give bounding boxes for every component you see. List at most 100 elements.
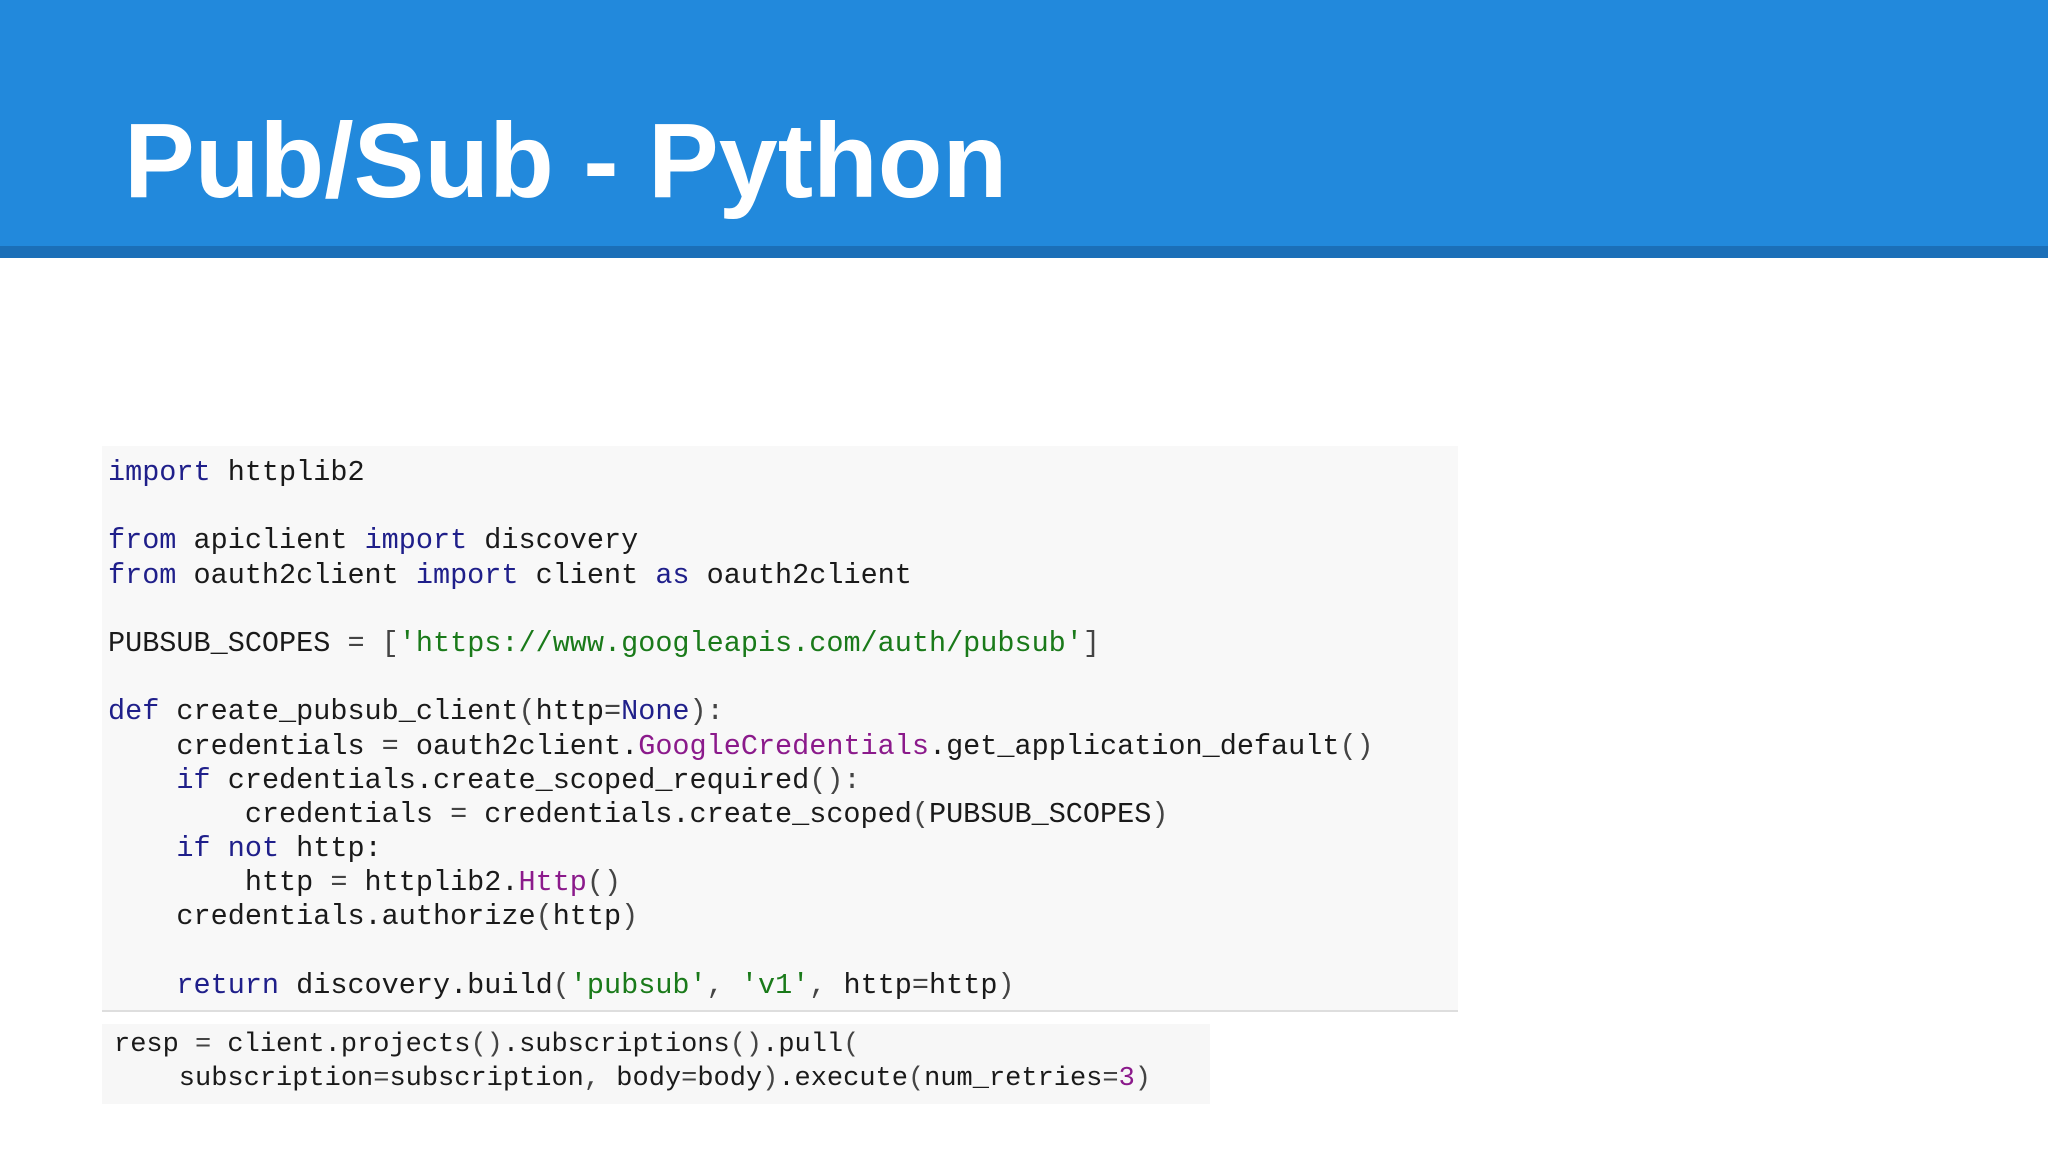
code-token: = — [330, 866, 348, 900]
title-bar: Pub/Sub - Python — [0, 0, 2048, 246]
code-line — [108, 661, 1452, 695]
code-token: http: — [279, 832, 382, 866]
code-token: (): — [809, 763, 861, 797]
code-line: http = httplib2.Http() — [108, 866, 1452, 900]
code-token: ) — [621, 900, 639, 934]
code-token — [365, 627, 382, 660]
code-token: = — [381, 729, 399, 763]
code-token: httplib2 — [210, 456, 365, 489]
code-token: if — [176, 832, 211, 866]
code-line: from oauth2client import client as oauth… — [108, 559, 1452, 593]
code-token: ( — [535, 900, 553, 934]
code-token: .get_application_default — [928, 729, 1340, 763]
code-token: () — [1339, 729, 1374, 763]
code-token: PUBSUB_SCOPES — [108, 626, 348, 660]
code-token: 'v1' — [740, 968, 810, 1002]
code-token: ( — [552, 968, 570, 1002]
code-token: .subscriptions — [502, 1030, 730, 1060]
code-token: def — [108, 695, 160, 729]
code-token: ) — [997, 968, 1015, 1002]
title-bar-rule — [0, 246, 2048, 258]
code-token: = — [681, 1064, 698, 1094]
code-token: ( — [911, 797, 929, 831]
code-line: import httplib2 — [108, 456, 1452, 490]
code-token: httplib2. — [347, 866, 519, 900]
code-token: credentials — [108, 729, 382, 763]
code-line: credentials = credentials.create_scoped(… — [108, 798, 1452, 832]
code-token: return — [176, 968, 280, 1002]
code-token: from — [108, 524, 177, 558]
code-token — [108, 764, 176, 797]
code-token: = — [604, 695, 622, 729]
code-token: apiclient — [176, 524, 365, 558]
code-token: = — [911, 968, 930, 1002]
code-token: not — [227, 832, 280, 866]
code-token: None — [621, 695, 690, 729]
code-line: from apiclient import discovery — [108, 524, 1452, 558]
code-token: http — [535, 695, 605, 729]
slide-title: Pub/Sub - Python — [124, 102, 1008, 220]
code-token: http — [108, 866, 331, 900]
code-token: import — [108, 456, 211, 489]
code-token: body — [616, 1064, 682, 1094]
code-token: ) — [762, 1064, 779, 1094]
code-token: () — [470, 1030, 503, 1060]
code-token: = — [195, 1030, 212, 1060]
code-line: def create_pubsub_client(http=None): — [108, 695, 1452, 729]
code-token: as — [655, 558, 690, 592]
code-token: http — [929, 968, 998, 1002]
code-line: credentials = oauth2client.GoogleCredent… — [108, 730, 1452, 764]
code-token: credentials.create_scoped — [467, 797, 912, 831]
code-line — [108, 490, 1452, 524]
code-token: = — [347, 626, 365, 660]
code-line: if credentials.create_scoped_required(): — [108, 764, 1452, 798]
code-line: resp = client.projects().subscriptions()… — [114, 1028, 1200, 1062]
code-line: return discovery.build('pubsub', 'v1', h… — [108, 969, 1452, 1003]
code-token: from — [108, 558, 177, 592]
code-token: credentials.create_scoped_required — [210, 763, 810, 797]
code-token: PUBSUB_SCOPES — [928, 797, 1152, 831]
code-token: .pull — [762, 1030, 844, 1060]
code-token: num_retries — [924, 1064, 1103, 1094]
code-token: discovery.build — [279, 968, 553, 1002]
code-token: , — [706, 968, 741, 1002]
code-token: , — [809, 968, 844, 1002]
code-token: 'pubsub' — [569, 968, 707, 1002]
code-token: oauth2client — [689, 558, 912, 592]
code-token: ) — [1151, 797, 1169, 831]
code-token: [ — [381, 626, 399, 660]
code-token: () — [586, 866, 622, 900]
code-token: = — [373, 1064, 390, 1094]
code-token: if — [176, 763, 211, 797]
code-token: create_pubsub_client — [159, 695, 519, 729]
code-token: 3 — [1118, 1064, 1135, 1094]
code-line: if not http: — [108, 832, 1452, 866]
code-line: credentials.authorize(http) — [108, 900, 1452, 934]
code-block-main: import httplib2 from apiclient import di… — [102, 446, 1458, 1012]
code-token: GoogleCredentials — [638, 729, 929, 763]
code-line — [108, 935, 1452, 969]
code-token: ( — [907, 1064, 925, 1094]
code-token: .execute — [778, 1064, 908, 1094]
code-token: http — [552, 900, 622, 934]
code-token: oauth2client. — [398, 729, 639, 763]
code-token: subscription — [389, 1064, 584, 1094]
code-token: import — [415, 558, 519, 592]
code-token — [108, 832, 176, 865]
code-token: () — [729, 1030, 763, 1060]
code-token: discovery — [467, 524, 639, 558]
code-token: ] — [1082, 626, 1101, 660]
code-token: http — [843, 968, 912, 1002]
code-line: PUBSUB_SCOPES = ['https://www.googleapis… — [108, 627, 1452, 661]
code-token — [211, 832, 228, 865]
code-token: resp — [114, 1030, 196, 1060]
code-token: oauth2client — [176, 558, 416, 592]
code-token: subscription — [114, 1064, 374, 1094]
code-token: ( — [518, 695, 536, 729]
code-token: credentials.authorize — [108, 900, 536, 934]
code-token: client — [518, 558, 656, 592]
code-token: ): — [689, 695, 724, 729]
code-token: = — [450, 797, 468, 831]
code-line: subscription=subscription, body=body).ex… — [114, 1062, 1200, 1096]
